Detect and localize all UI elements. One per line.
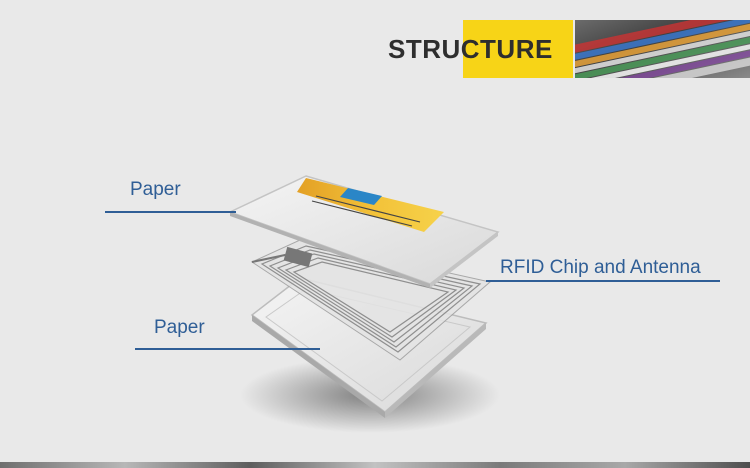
- rfid-layer-leader-line: [486, 280, 720, 282]
- bottom-paper-label: Paper: [154, 317, 205, 339]
- bottom-paper-leader-line: [135, 348, 320, 350]
- top-paper-label: Paper: [130, 179, 181, 201]
- page-title: STRUCTURE: [388, 34, 553, 64]
- bottom-photo-strip: [0, 462, 750, 468]
- top-paper-leader-line: [105, 211, 236, 213]
- rfid-layer-label: RFID Chip and Antenna: [500, 257, 701, 279]
